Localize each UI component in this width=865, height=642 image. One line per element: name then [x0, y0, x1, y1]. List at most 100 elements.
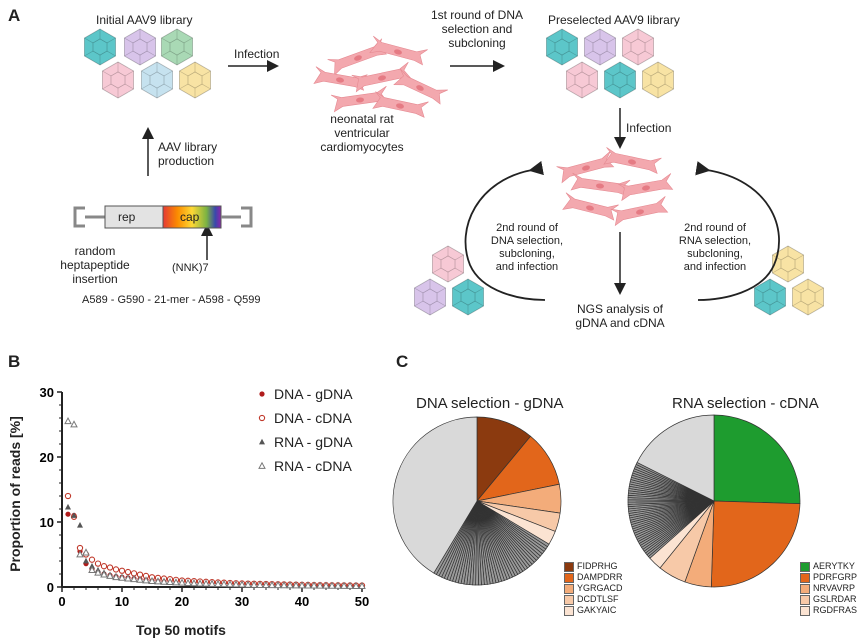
data-point	[274, 580, 282, 589]
legend-entry: RNA - cDNA	[274, 458, 352, 474]
data-point	[259, 438, 265, 445]
data-point	[124, 574, 132, 582]
capsid-icon	[179, 61, 211, 99]
round1-line: selection and	[441, 22, 513, 36]
right-round-line: 2nd round of	[684, 222, 746, 234]
capsid-icon	[754, 278, 786, 316]
pie-slice-rest	[636, 414, 715, 502]
data-point	[244, 580, 252, 588]
data-point	[196, 579, 204, 587]
cardiomyocyte-icon	[351, 61, 412, 93]
data-point	[268, 580, 276, 589]
cardiomyocyte-icon	[610, 196, 669, 227]
x-tick-label: 20	[175, 594, 189, 609]
right-round-line: and infection	[683, 261, 747, 273]
data-point	[340, 581, 348, 589]
insertion-line: heptapeptide	[60, 258, 130, 272]
data-point	[118, 573, 126, 581]
capsid-icon	[772, 245, 804, 283]
data-point	[130, 574, 138, 583]
cells-label-line: cardiomyocytes	[320, 140, 404, 154]
data-point	[65, 511, 71, 517]
capsid-icon	[414, 278, 446, 316]
cardiomyocyte-icon	[603, 147, 662, 175]
pie-legend-label: NRVAVRP	[813, 583, 856, 593]
arc-rna-round	[695, 161, 780, 301]
pie-slice-rest	[392, 416, 478, 574]
data-point	[298, 581, 306, 589]
data-point	[259, 391, 265, 397]
pie-legend-label: GAKYAIC	[577, 605, 617, 615]
data-point	[172, 578, 180, 586]
capsid-icon	[141, 61, 173, 99]
pie-chart-rna	[627, 414, 801, 588]
legend-swatch	[800, 595, 810, 605]
sequence-label: A589 - G590 - 21-mer - A598 - Q599	[82, 294, 261, 306]
legend-swatch	[564, 584, 574, 594]
production-line: AAV library	[158, 140, 218, 154]
legend-swatch	[800, 573, 810, 583]
legend-entry: RNA - gDNA	[274, 434, 353, 450]
data-point	[190, 579, 198, 587]
legend-entry: DNA - cDNA	[274, 410, 352, 426]
data-point	[76, 550, 84, 558]
pie-chart-dna	[392, 416, 562, 586]
right-round-label: 2nd round of RNA selection, subcloning, …	[666, 222, 764, 274]
data-point	[82, 548, 90, 556]
legend-swatch	[800, 562, 810, 572]
cardiomyocyte-icon	[617, 173, 674, 202]
infection-label-2: Infection	[626, 121, 672, 135]
right-round-line: RNA selection,	[678, 235, 752, 247]
data-point	[232, 580, 240, 588]
pie-legend-label: PDRFGRP	[813, 572, 858, 582]
data-point	[334, 581, 342, 589]
data-point	[184, 578, 192, 586]
data-point	[94, 568, 102, 576]
data-point	[64, 492, 72, 500]
legend-swatch	[564, 606, 574, 616]
left-round-line: 2nd round of	[496, 222, 558, 234]
arc-dna-round	[464, 160, 546, 301]
preselected-label: Preselected AAV9 library	[548, 13, 680, 27]
x-tick-label: 50	[355, 594, 369, 609]
capsid-icon	[432, 245, 464, 283]
pie-slice	[713, 414, 801, 505]
data-point	[262, 580, 270, 589]
capsid-icon	[124, 28, 156, 66]
data-point	[226, 580, 234, 588]
pie-title-dna: DNA selection - gDNA	[416, 395, 564, 412]
capsid-icon	[452, 278, 484, 316]
data-point	[64, 416, 72, 425]
cardiomyocyte-icon	[556, 150, 615, 184]
x-axis-title: Top 50 motifs	[136, 622, 226, 638]
panel-label-b: B	[8, 352, 21, 371]
pie-legend-label: GSLRDAR	[813, 594, 857, 604]
data-point	[83, 557, 89, 564]
legend-entry: DNA - gDNA	[274, 386, 353, 402]
legend-label: DNA - gDNA	[274, 386, 353, 402]
round1-line: 1st round of DNA	[430, 8, 524, 22]
initial-library-label: Initial AAV9 library	[96, 13, 193, 27]
y-tick-label: 20	[40, 450, 54, 465]
cardiomyocyte-icon	[369, 35, 428, 66]
data-point	[100, 570, 108, 578]
capsid-icon	[102, 61, 134, 99]
data-point	[100, 563, 108, 570]
data-point	[70, 420, 78, 428]
data-point	[136, 575, 144, 583]
data-point	[352, 581, 360, 589]
data-point	[178, 578, 186, 586]
data-point	[89, 563, 95, 569]
data-point	[76, 544, 84, 552]
data-point	[258, 414, 266, 422]
data-point	[106, 564, 114, 571]
capsid-icon	[84, 28, 116, 66]
data-point	[118, 567, 126, 574]
data-point	[88, 556, 96, 563]
cardiomyocyte-icon	[393, 68, 448, 105]
ngs-line: gDNA and cDNA	[575, 316, 665, 330]
insertion-line: random	[74, 244, 116, 258]
pie-legend-label: DAMPDRR	[577, 572, 623, 582]
